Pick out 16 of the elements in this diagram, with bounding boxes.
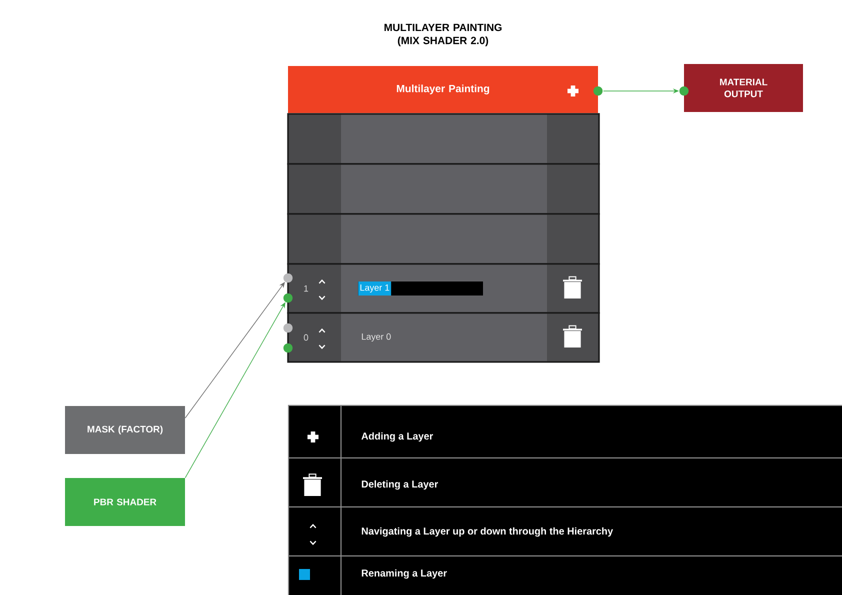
node-header: Multilayer Painting bbox=[288, 66, 598, 113]
layer-row bbox=[287, 213, 600, 265]
input-box: PBR SHADER bbox=[65, 478, 185, 526]
layer-row bbox=[287, 163, 600, 215]
legend-text: Navigating a Layer up or down through the Hierarchy bbox=[362, 527, 614, 537]
rename-field: Layer 1 bbox=[358, 281, 483, 296]
layer-number: 1 bbox=[304, 285, 308, 292]
title: MULTILAYER PAINTING (MIX SHADER 2.0) bbox=[384, 24, 502, 46]
layer-number: 0 bbox=[304, 334, 308, 341]
legend-text: Deleting a Layer bbox=[362, 480, 438, 490]
layer-name: Layer 0 bbox=[362, 333, 391, 342]
input-box: MASK (FACTOR) bbox=[65, 406, 185, 454]
output-box: MATERIAL OUTPUT bbox=[684, 64, 803, 112]
layer-row bbox=[287, 113, 600, 165]
legend-text: Renaming a Layer bbox=[362, 569, 447, 579]
legend-text: Adding a Layer bbox=[361, 432, 434, 442]
